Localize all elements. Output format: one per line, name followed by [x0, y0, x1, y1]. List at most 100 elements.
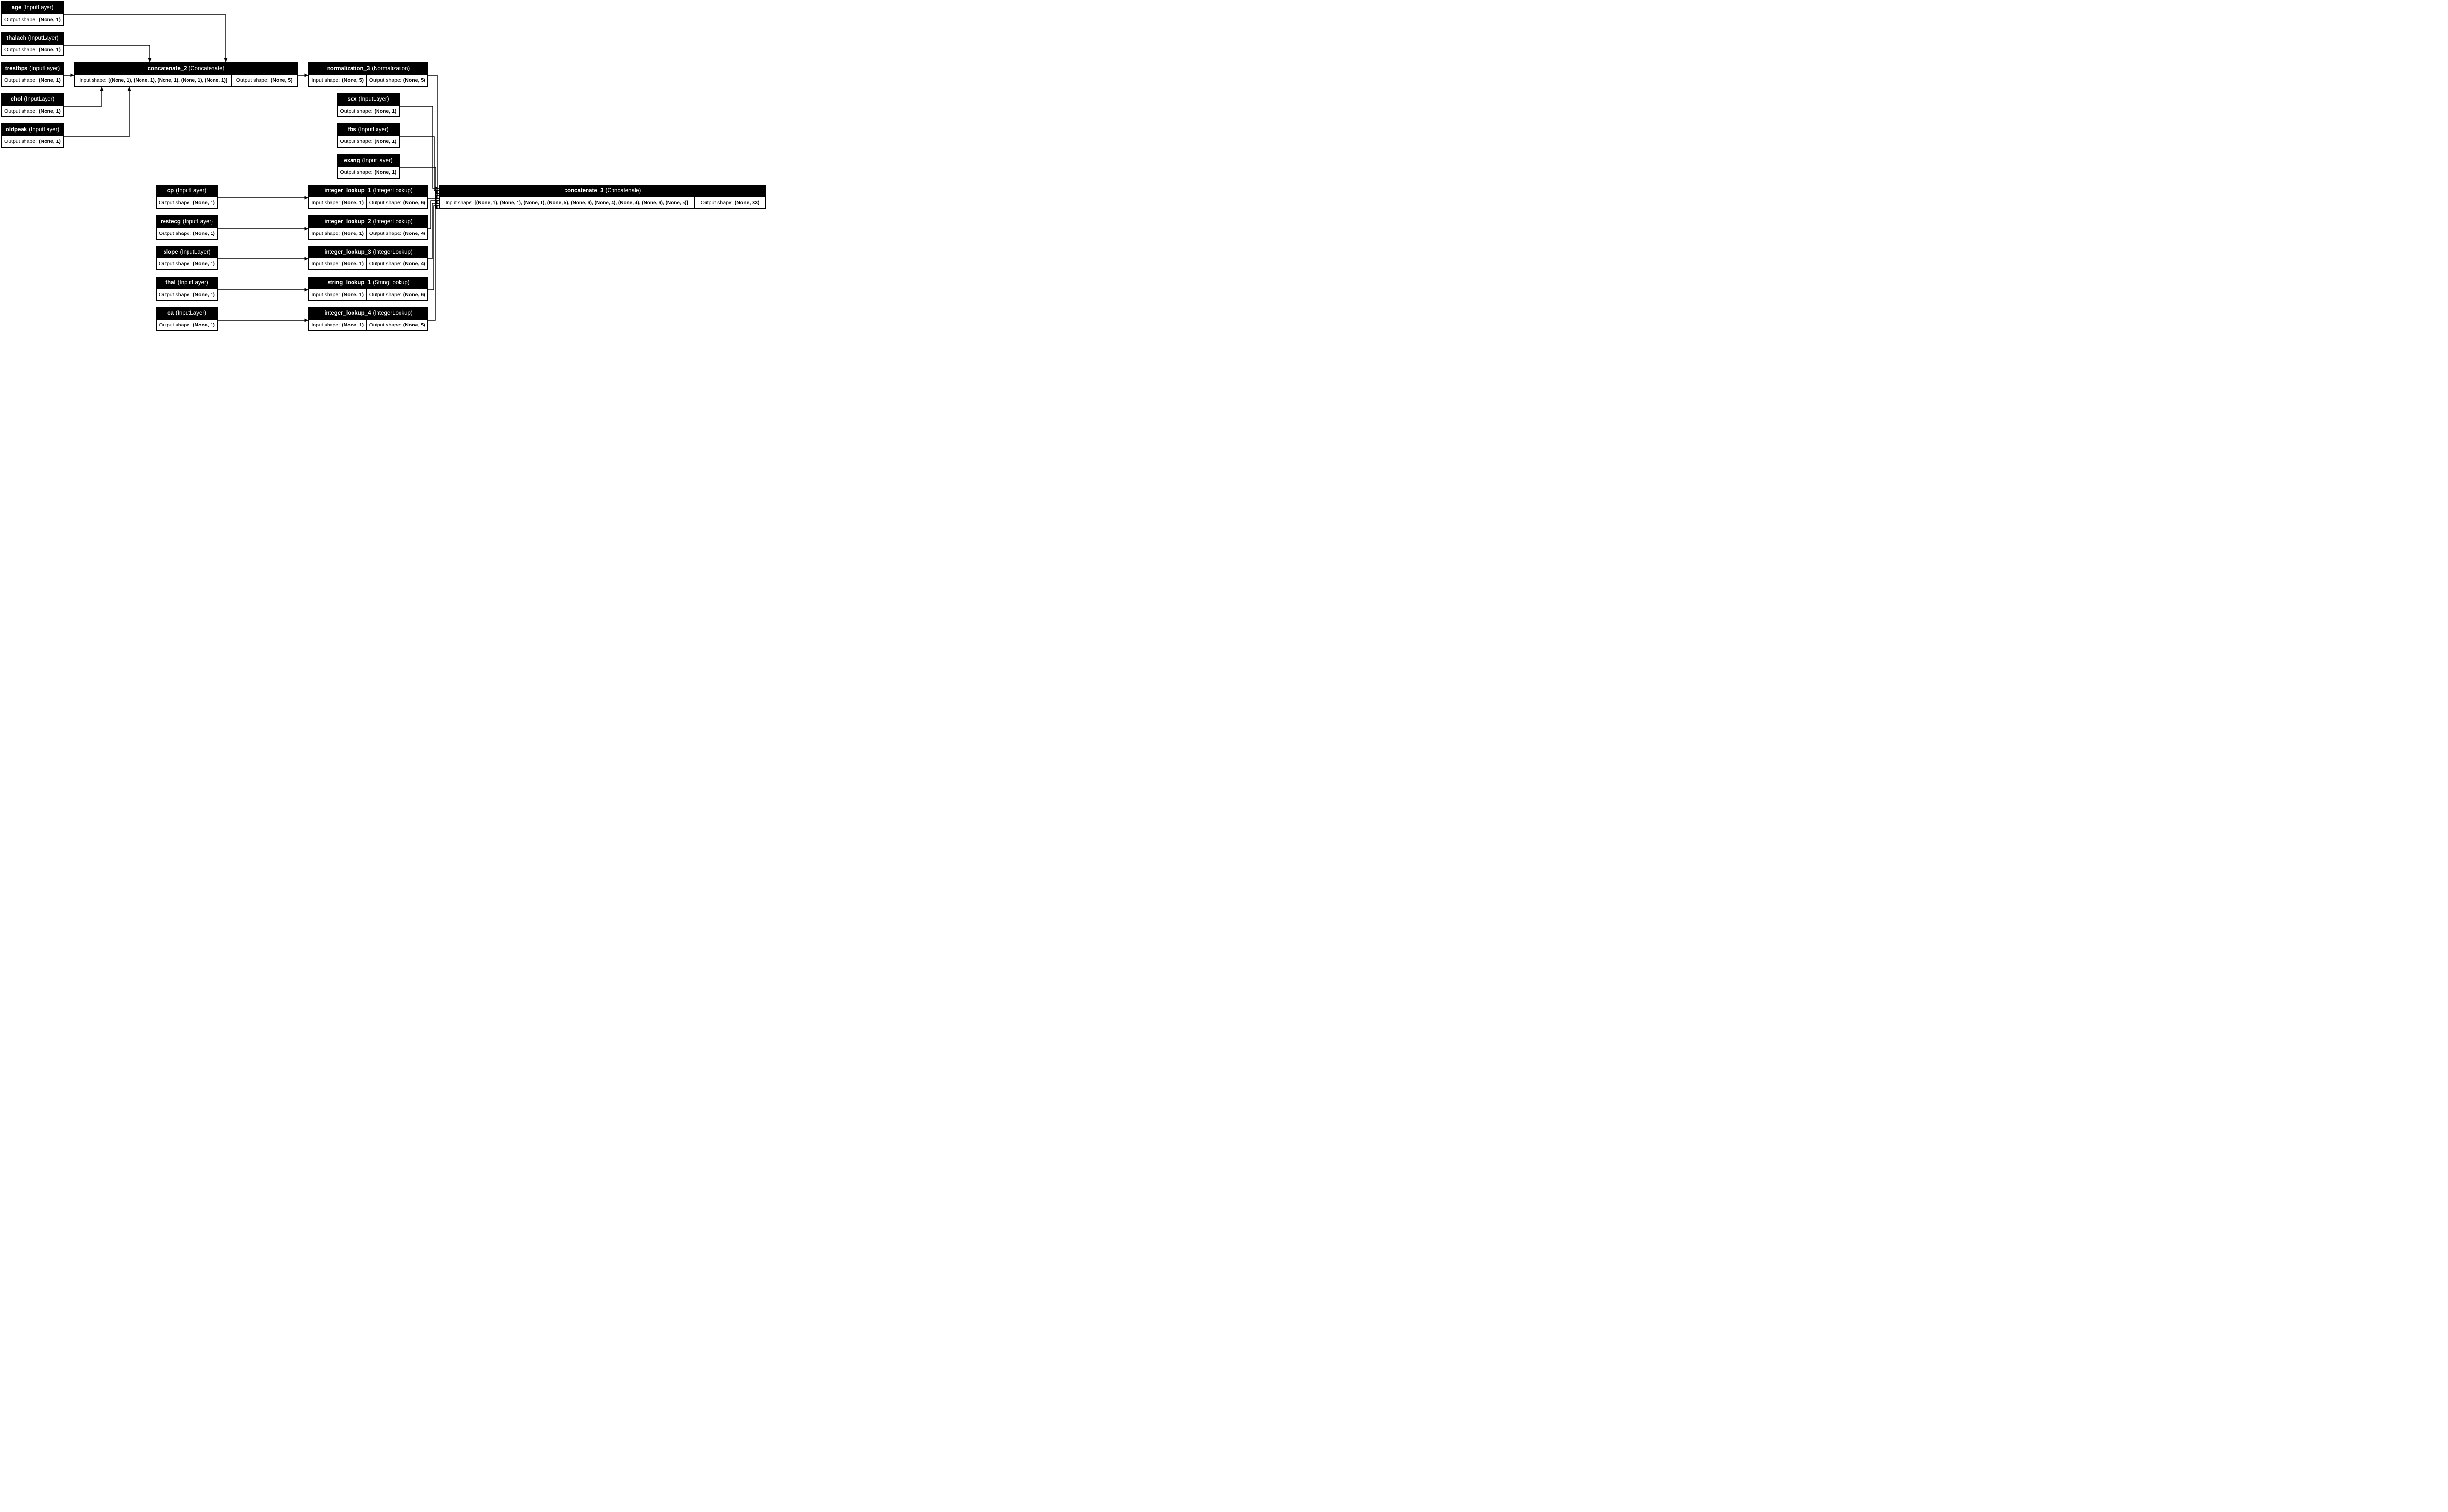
layer-type: (IntegerLookup): [373, 219, 413, 225]
shape-label: Output shape:: [159, 322, 191, 328]
shape-label: Output shape:: [4, 47, 37, 53]
shape-cell-concatenate_2-1: Output shape:(None, 5): [232, 75, 297, 86]
shape-cell-concatenate_3-0: Input shape:[(None, 1), (None, 1), (None…: [440, 197, 694, 208]
layer-type: (InputLayer): [23, 5, 54, 11]
layer-name: fbs: [348, 127, 356, 133]
shape-label: Input shape:: [311, 77, 340, 83]
shape-label: Output shape:: [4, 139, 37, 144]
shape-cell-sex-0: Output shape:(None, 1): [338, 106, 399, 116]
model-architecture-diagram: age(InputLayer) Output shape:(None, 1) t…: [0, 0, 768, 333]
shape-label: Input shape:: [446, 200, 473, 206]
shape-cell-integer_lookup_3-1: Output shape:(None, 4): [367, 258, 428, 269]
shape-cell-integer_lookup_4-0: Input shape:(None, 1): [309, 320, 366, 330]
edge-integer_lookup_4-to-concatenate_3: [428, 206, 440, 321]
layer-title: exang(InputLayer): [337, 154, 400, 167]
layer-name: age: [11, 5, 22, 11]
shape-label: Output shape:: [340, 108, 373, 114]
layer-name: thalach: [6, 35, 26, 41]
layer-title: normalization_3(Normalization): [308, 62, 428, 75]
layer-type: (InputLayer): [29, 127, 60, 133]
layer-title: age(InputLayer): [1, 1, 64, 14]
shape-cell-ca-0: Output shape:(None, 1): [157, 320, 217, 330]
shape-cell-age-0: Output shape:(None, 1): [2, 14, 63, 25]
layer-title: integer_lookup_2(IntegerLookup): [308, 215, 428, 228]
layer-name: thal: [165, 280, 176, 286]
shape-cell-concatenate_2-0: Input shape:[(None, 1), (None, 1), (None…: [75, 75, 232, 86]
layer-name: concatenate_3: [564, 188, 604, 194]
layer-shape-cells: Input shape:(None, 1)Output shape:(None,…: [308, 228, 428, 240]
layer-type: (Concatenate): [605, 188, 641, 194]
layer-type: (InputLayer): [24, 96, 55, 102]
shape-value: (None, 6): [403, 200, 425, 206]
shape-label: Input shape:: [311, 261, 340, 267]
shape-label: Output shape:: [236, 77, 269, 83]
shape-value: (None, 5): [403, 322, 425, 328]
shape-value: (None, 1): [342, 261, 364, 267]
shape-value: [(None, 1), (None, 1), (None, 1), (None,…: [108, 77, 228, 83]
layer-title: concatenate_3(Concatenate): [439, 185, 766, 197]
layer-title: trestbps(InputLayer): [1, 62, 64, 75]
shape-value: (None, 1): [342, 231, 364, 236]
shape-value: (None, 1): [193, 200, 215, 206]
layer-node-normalization_3: normalization_3(Normalization) Input sha…: [308, 62, 428, 87]
layer-shape-cells: Input shape:(None, 1)Output shape:(None,…: [308, 258, 428, 270]
shape-cell-oldpeak-0: Output shape:(None, 1): [2, 136, 63, 147]
shape-label: Output shape:: [4, 17, 37, 23]
edge-string_lookup_1-to-concatenate_3: [428, 204, 440, 290]
layer-shape-cells: Output shape:(None, 1): [1, 14, 64, 26]
layer-type: (InputLayer): [180, 249, 211, 255]
layer-shape-cells: Input shape:(None, 5)Output shape:(None,…: [308, 75, 428, 87]
shape-label: Input shape:: [311, 322, 340, 328]
layer-name: trestbps: [5, 66, 28, 71]
layer-name: integer_lookup_3: [324, 249, 371, 255]
shape-cell-concatenate_3-1: Output shape:(None, 33): [695, 197, 765, 208]
layer-shape-cells: Input shape:(None, 1)Output shape:(None,…: [308, 197, 428, 209]
shape-value: (None, 1): [39, 17, 61, 23]
shape-label: Output shape:: [369, 261, 401, 267]
shape-cell-thal-0: Output shape:(None, 1): [157, 289, 217, 300]
layer-title: thalach(InputLayer): [1, 32, 64, 45]
layer-type: (InputLayer): [29, 66, 60, 71]
shape-cell-integer_lookup_1-0: Input shape:(None, 1): [309, 197, 366, 208]
shape-label: Input shape:: [311, 292, 340, 298]
shape-value: (None, 1): [193, 322, 215, 328]
layer-title: thal(InputLayer): [156, 277, 218, 289]
layer-type: (IntegerLookup): [373, 249, 413, 255]
shape-label: Input shape:: [311, 231, 340, 236]
layer-node-cp: cp(InputLayer) Output shape:(None, 1): [156, 185, 218, 209]
layer-name: ca: [167, 310, 174, 316]
shape-label: Output shape:: [340, 169, 373, 175]
layer-shape-cells: Output shape:(None, 1): [156, 197, 218, 209]
shape-label: Output shape:: [369, 322, 401, 328]
layer-name: sex: [347, 96, 357, 102]
layer-node-integer_lookup_4: integer_lookup_4(IntegerLookup) Input sh…: [308, 307, 428, 331]
layer-name: normalization_3: [327, 66, 370, 71]
layer-node-concatenate_2: concatenate_2(Concatenate) Input shape:[…: [74, 62, 298, 87]
shape-value: (None, 1): [374, 108, 397, 114]
shape-value: (None, 1): [39, 139, 61, 144]
layer-name: integer_lookup_1: [324, 188, 371, 194]
shape-cell-trestbps-0: Output shape:(None, 1): [2, 75, 63, 86]
shape-value: (None, 1): [39, 47, 61, 53]
shape-label: Output shape:: [369, 77, 401, 83]
layer-type: (InputLayer): [182, 219, 213, 225]
shape-value: (None, 33): [734, 200, 760, 206]
layer-node-oldpeak: oldpeak(InputLayer) Output shape:(None, …: [1, 123, 64, 148]
layer-type: (Concatenate): [188, 66, 225, 71]
layer-node-sex: sex(InputLayer) Output shape:(None, 1): [337, 93, 400, 117]
layer-node-thal: thal(InputLayer) Output shape:(None, 1): [156, 277, 218, 301]
shape-cell-restecg-0: Output shape:(None, 1): [157, 228, 217, 239]
edge-fbs-to-concatenate_3: [400, 136, 440, 193]
edge-chol-to-concatenate_2: [64, 86, 104, 107]
layer-title: integer_lookup_4(IntegerLookup): [308, 307, 428, 320]
layer-shape-cells: Output shape:(None, 1): [337, 167, 400, 179]
edge-sex-to-concatenate_3: [400, 106, 440, 190]
shape-value: (None, 4): [403, 231, 425, 236]
layer-title: ca(InputLayer): [156, 307, 218, 320]
shape-value: (None, 5): [403, 77, 425, 83]
layer-name: restecg: [161, 219, 181, 225]
layer-node-exang: exang(InputLayer) Output shape:(None, 1): [337, 154, 400, 179]
shape-label: Output shape:: [159, 200, 191, 206]
shape-label: Output shape:: [700, 200, 733, 206]
layer-name: string_lookup_1: [327, 280, 371, 286]
